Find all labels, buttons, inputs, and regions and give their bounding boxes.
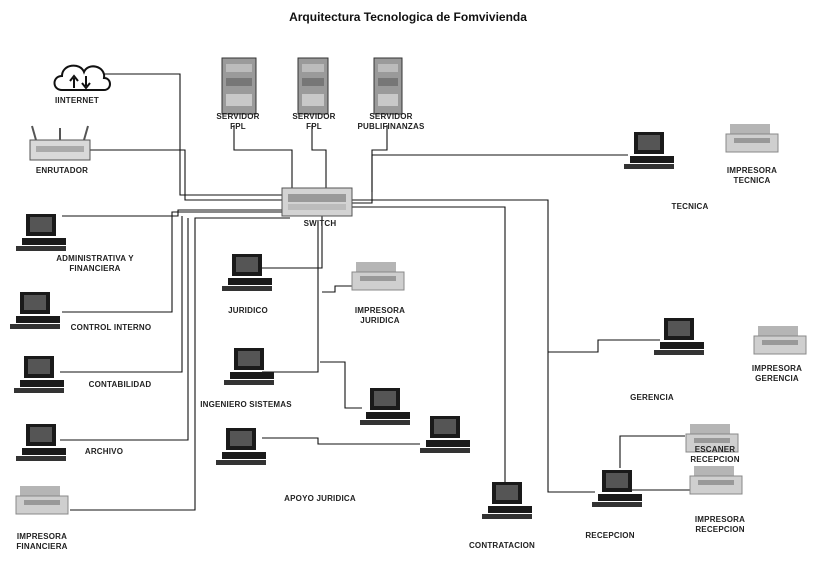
printer-icon-gerencia <box>753 325 807 355</box>
archivo-label: ARCHIVO <box>84 447 124 456</box>
wire-gerencia <box>548 339 660 353</box>
server2-label: SERVIDOR FPL <box>292 112 336 131</box>
diagram-title: Arquitectura Tecnologica de Fomvivienda <box>289 10 527 24</box>
contratacion-label: CONTRATACION <box>468 541 536 550</box>
wire-juridico <box>262 216 323 269</box>
computer-icon-mid <box>360 388 410 425</box>
printer-icon-tecnica <box>725 123 779 153</box>
wire-contabilidad <box>60 216 183 373</box>
cloud-icon <box>53 64 111 91</box>
server-icon-3 <box>373 57 403 115</box>
switch-label: SWITCH <box>303 219 337 228</box>
wire-router <box>88 149 285 201</box>
wire-apoyo <box>262 437 420 445</box>
wire-imp-fin <box>70 217 290 511</box>
admin-label: ADMINISTRATIVA Y FINANCIERA <box>56 254 134 273</box>
computer-icon-gerencia <box>654 318 704 355</box>
computer-icon-contratacion <box>482 482 532 519</box>
computer-icon-apoyo2 <box>420 416 470 453</box>
wire-control <box>62 211 288 313</box>
switch-icon <box>281 187 353 217</box>
computer-icon-admin <box>16 214 66 251</box>
computer-icon-tecnica <box>624 132 674 169</box>
server-icon-2 <box>297 57 329 115</box>
wire-tecnica <box>352 154 628 204</box>
computer-icon-control <box>10 292 60 329</box>
internet-label: IINTERNET <box>54 96 100 105</box>
router-label: ENRUTADOR <box>35 166 89 175</box>
computer-icon-recepcion <box>592 470 642 507</box>
imp-juridica-label: IMPRESORA JURIDICA <box>354 306 406 325</box>
imp-financiera-label: IMPRESORA FINANCIERA <box>16 532 68 551</box>
server3-label: SERVIDOR PUBLIFINANZAS <box>357 112 425 131</box>
wire-contratacion <box>350 206 506 487</box>
wire-server3 <box>371 125 388 192</box>
wire-internet <box>100 73 285 196</box>
escaner-label: ESCANER RECEPCION <box>690 445 740 464</box>
wire-imp-jur <box>322 285 352 293</box>
computer-icon-archivo <box>16 424 66 461</box>
control-label: CONTROL INTERNO <box>70 323 152 332</box>
wire-recepcion <box>352 199 595 493</box>
contabilidad-label: CONTABILIDAD <box>88 380 152 389</box>
computer-icon-contabilidad <box>14 356 64 393</box>
imp-recepcion-label: IMPRESORA RECEPCION <box>694 515 746 534</box>
server-icon-1 <box>221 57 257 115</box>
imp-gerencia-label: IMPRESORA GERENCIA <box>751 364 803 383</box>
wire-admin <box>62 209 285 217</box>
juridico-label: JURIDICO <box>228 306 268 315</box>
computer-icon-ingeniero <box>224 348 274 385</box>
wire-ingeniero <box>262 222 319 373</box>
gerencia-label: GERENCIA <box>630 393 674 402</box>
printer-icon-financiera <box>15 485 69 515</box>
wire-server1 <box>233 125 293 192</box>
server1-label: SERVIDOR FPL <box>216 112 260 131</box>
computer-icon-juridico <box>222 254 272 291</box>
imp-tecnica-label: IMPRESORA TECNICA <box>726 166 778 185</box>
wire-server2 <box>311 125 327 190</box>
computer-icon-apoyo <box>216 428 266 465</box>
wire-archivo <box>60 218 189 441</box>
router-icon <box>29 125 91 161</box>
tecnica-label: TECNICA <box>671 202 709 211</box>
wire-pc-mid <box>320 361 362 409</box>
printer-icon-recepcion <box>689 465 743 495</box>
ingeniero-label: INGENIERO SISTEMAS <box>200 400 292 409</box>
wire-escaner <box>619 435 685 468</box>
recepcion-label: RECEPCION <box>585 531 635 540</box>
apoyo-label: APOYO JURIDICA <box>284 494 356 503</box>
printer-icon-juridica <box>351 261 405 291</box>
